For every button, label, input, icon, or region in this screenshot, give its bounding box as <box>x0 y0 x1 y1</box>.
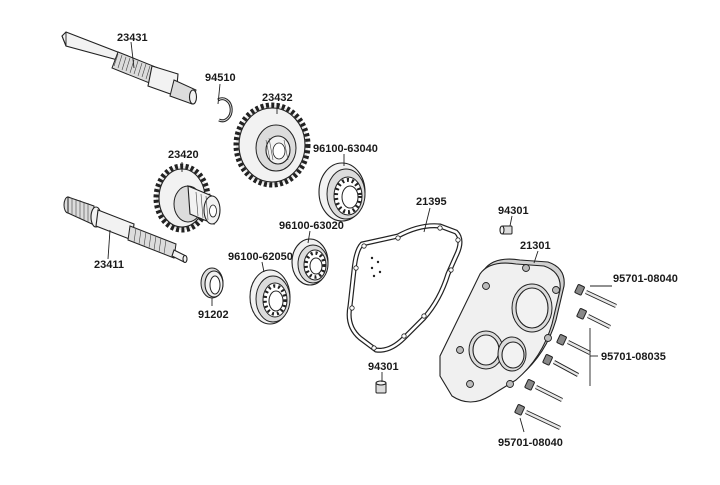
label-95701-08040-upper: 95701-08040 <box>613 273 678 285</box>
gasket-21395 <box>346 223 463 353</box>
gear-23432 <box>233 102 311 188</box>
label-94301-upper: 94301 <box>498 205 529 217</box>
label-95701-08035: 95701-08035 <box>601 351 666 363</box>
bolt-95701-08035-a <box>576 308 611 329</box>
bearing-96100-63020 <box>291 238 329 286</box>
dowel-pin-94301-lower <box>375 380 387 394</box>
label-21395: 21395 <box>416 196 447 208</box>
part-labels: 23431 94510 23432 23420 96100-63040 2139… <box>94 32 678 449</box>
bearing-96100-62050 <box>249 269 291 325</box>
leader-lines <box>107 41 612 433</box>
oil-seal-91202 <box>200 267 224 299</box>
bolt-95701-08040-upper <box>574 284 617 308</box>
label-23432: 23432 <box>262 92 293 104</box>
label-95701-08040-lower: 95701-08040 <box>498 437 563 449</box>
label-96100-63040: 96100-63040 <box>313 143 378 155</box>
bolt-95701-08040-lower <box>514 404 561 430</box>
shaft-23411 <box>63 196 188 264</box>
label-96100-63020: 96100-63020 <box>279 220 344 232</box>
shaft-23431 <box>61 31 198 105</box>
label-21301: 21301 <box>520 240 551 252</box>
bolt-95701-08035-c <box>542 354 580 377</box>
bolt-95701-08035-d <box>524 379 563 402</box>
dowel-pin-94301-upper <box>499 225 513 235</box>
bearing-96100-63040 <box>318 162 366 222</box>
circlip-94510 <box>217 97 233 123</box>
bolt-95701-08035-b <box>556 334 591 355</box>
label-23431: 23431 <box>117 32 148 44</box>
label-23411: 23411 <box>94 259 124 271</box>
label-94301-lower: 94301 <box>368 361 399 373</box>
label-94510: 94510 <box>205 72 236 84</box>
label-91202: 91202 <box>198 309 229 321</box>
label-96100-62050: 96100-62050 <box>228 251 293 263</box>
label-23420: 23420 <box>168 149 199 161</box>
gear-23420 <box>153 163 221 233</box>
cover-21301 <box>439 258 565 403</box>
